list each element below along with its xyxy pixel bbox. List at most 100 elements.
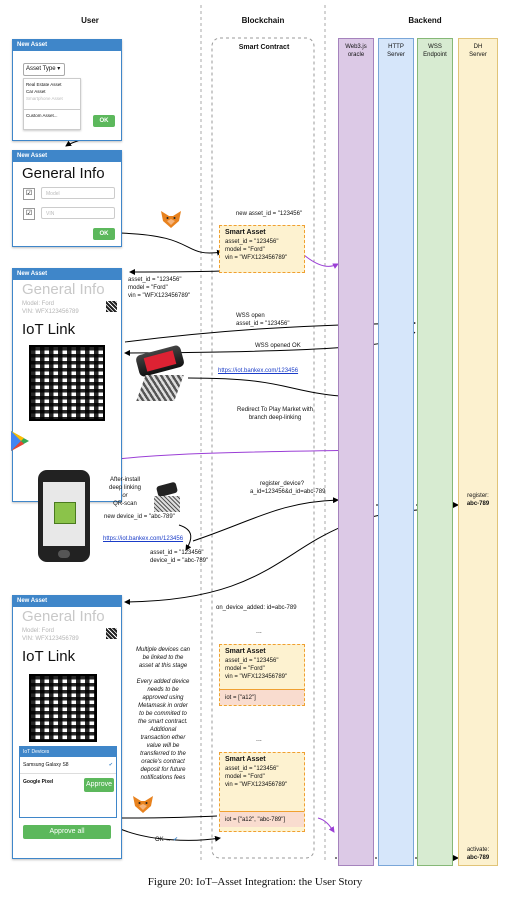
arrow-deep-link-to-device	[178, 524, 192, 551]
msg-redirect: Redirect To Play Market with branch deep…	[220, 406, 330, 422]
metamask-fox-icon	[132, 794, 154, 814]
sa-line: asset_id = "123456"	[225, 766, 279, 772]
ellipsis: ...	[256, 736, 262, 743]
note-line: approved using	[142, 695, 184, 701]
ok-button[interactable]: OK	[93, 115, 115, 127]
option-car[interactable]: Car Asset	[26, 89, 46, 94]
screen-title: New Asset	[13, 269, 121, 280]
lane-wss-endpoint: WSS Endpoint	[417, 38, 453, 866]
approve-all-button[interactable]: Approve all	[23, 825, 111, 839]
general-info-heading: General Info	[22, 608, 105, 625]
note-line: transaction ether	[140, 735, 186, 741]
iot-link-heading: IoT Link	[22, 321, 76, 338]
after-install-line: or	[122, 493, 128, 499]
lane-wss-label: WSS Endpoint	[423, 44, 447, 58]
note-line: Additional	[149, 727, 177, 733]
screen-title: New Asset	[13, 40, 121, 51]
ok-button[interactable]: OK	[93, 228, 115, 240]
column-header-backend: Backend	[408, 16, 442, 25]
msg-after-install: After-install deep linking or QR-scan	[102, 476, 148, 508]
checkbox-vin[interactable]: ☑	[23, 208, 35, 220]
option-real-estate[interactable]: Real Estate Asset	[26, 82, 62, 87]
sa-line: asset_id = "123456"	[225, 658, 279, 664]
ok-confirm-label: OK →	[155, 837, 172, 843]
sa-line: model = "Ford"	[225, 666, 265, 672]
wss-open-line: asset_id = "123456"	[236, 321, 290, 327]
smartphone-icon	[38, 470, 90, 562]
msg-device-pair: asset_id = "123456" device_id = "abc-789…	[150, 549, 208, 565]
redirect-line: Redirect To Play Market with	[237, 407, 313, 413]
device-row-pixel: Google Pixel	[20, 774, 116, 790]
note-line: value will be	[146, 743, 180, 749]
iot-link-url[interactable]: https://iot.bankex.com/123456	[218, 368, 299, 374]
note-line: Every added device	[136, 679, 190, 685]
mini-qr-icon	[106, 628, 117, 639]
register-line: a_id=123456&d_id=abc-789	[250, 489, 326, 495]
screen-title: New Asset	[13, 596, 121, 607]
note-line	[124, 670, 202, 678]
ok-confirm: OK → ✔	[155, 836, 178, 844]
device-name: Google Pixel	[23, 779, 54, 785]
screen-iot-link: New Asset General Info Model: Ford VIN: …	[12, 268, 122, 502]
qr-code-icon	[29, 674, 97, 742]
iot-devices-panel: IoT Devices Samsung Galaxy S8 ✔ Google P…	[19, 746, 117, 818]
lane-web3-oracle: Web3.js oracle	[338, 38, 374, 866]
mini-qr-icon	[106, 301, 117, 312]
asset-info-line: model = "Ford"	[128, 285, 168, 291]
check-icon: ✔	[173, 837, 179, 843]
smart-asset-title: Smart Asset	[225, 229, 266, 236]
general-info-heading: General Info	[22, 281, 105, 298]
screen-general-info-form: New Asset General Info ☑ Model ☑ VIN OK	[12, 150, 122, 247]
arrow-screen2-to-contract	[117, 232, 223, 256]
iot-link-heading: IoT Link	[22, 648, 76, 665]
smart-contract-container	[211, 37, 315, 859]
note-line: be linked to the	[142, 655, 184, 661]
msg-activate-dh: activate: abc-789	[458, 846, 498, 862]
msg-register: register_device? a_id=123456&d_id=abc-78…	[250, 480, 325, 496]
msg-on-device-added: on_device_added: id=abc-789	[216, 605, 297, 611]
redirect-line: branch deep-linking	[248, 415, 302, 421]
vin-value: VIN: WFX123456789	[22, 636, 79, 642]
smart-asset-title: Smart Asset	[225, 756, 266, 763]
iot-link-url[interactable]: https://iot.bankex.com/123456	[103, 536, 184, 542]
figure-caption: Figure 20: IoT–Asset Integration: the Us…	[147, 876, 363, 888]
column-header-user: User	[81, 16, 99, 25]
msg-wss-open: WSS open asset_id = "123456"	[236, 312, 289, 328]
lane-dh-server: DH Server	[458, 38, 498, 866]
screen-title: New Asset	[13, 151, 121, 162]
model-value: Model: Ford	[22, 301, 55, 307]
iot-list: iot = ["a12"]	[220, 689, 304, 705]
ellipsis: ...	[256, 628, 262, 635]
vin-input[interactable]: VIN	[41, 207, 115, 219]
lane-web3-label: Web3.js oracle	[345, 44, 367, 58]
sa-line: model = "Ford"	[225, 247, 265, 253]
option-smartphone[interactable]: Smartphone Asset	[26, 96, 63, 101]
qr-code-icon	[29, 345, 105, 421]
activate-dh-line: abc-789	[466, 855, 490, 861]
model-input[interactable]: Model	[41, 187, 115, 199]
device-pair-line: asset_id = "123456"	[150, 550, 204, 556]
register-dh-line: register:	[467, 493, 489, 499]
checkbox-model[interactable]: ☑	[23, 188, 35, 200]
smart-asset-box-1: Smart Asset asset_id = "123456" model = …	[219, 225, 305, 273]
asset-info-line: vin = "WFX123456789"	[128, 293, 191, 299]
note-line: oracle's contract	[141, 759, 185, 765]
register-line: register_device?	[260, 481, 305, 487]
column-header-blockchain: Blockchain	[241, 16, 285, 25]
msg-register-dh: register: abc-789	[458, 492, 498, 508]
play-store-icon	[10, 430, 30, 452]
note-line: to be commited to	[139, 711, 187, 717]
after-install-line: QR-scan	[113, 501, 137, 507]
asset-type-dropdown[interactable]: Asset Type ▾	[23, 63, 65, 76]
device-name: Samsung Galaxy S8	[23, 762, 69, 768]
option-custom[interactable]: Custom Asset...	[24, 109, 80, 121]
verified-check-icon: ✔	[108, 762, 113, 768]
approve-button[interactable]: Approve	[84, 778, 114, 792]
smart-asset-title: Smart Asset	[225, 648, 266, 655]
sa-line: vin = "WFX123456789"	[225, 674, 288, 680]
note-line: the smart contract.	[138, 719, 188, 725]
arrow-approve-to-contract	[117, 827, 221, 842]
msg-new-asset: new asset_id = "123456"	[235, 211, 303, 217]
arrow-contract-to-oracle	[303, 254, 339, 269]
iot-list: iot = ["a12", "abc-789"]	[220, 811, 304, 827]
